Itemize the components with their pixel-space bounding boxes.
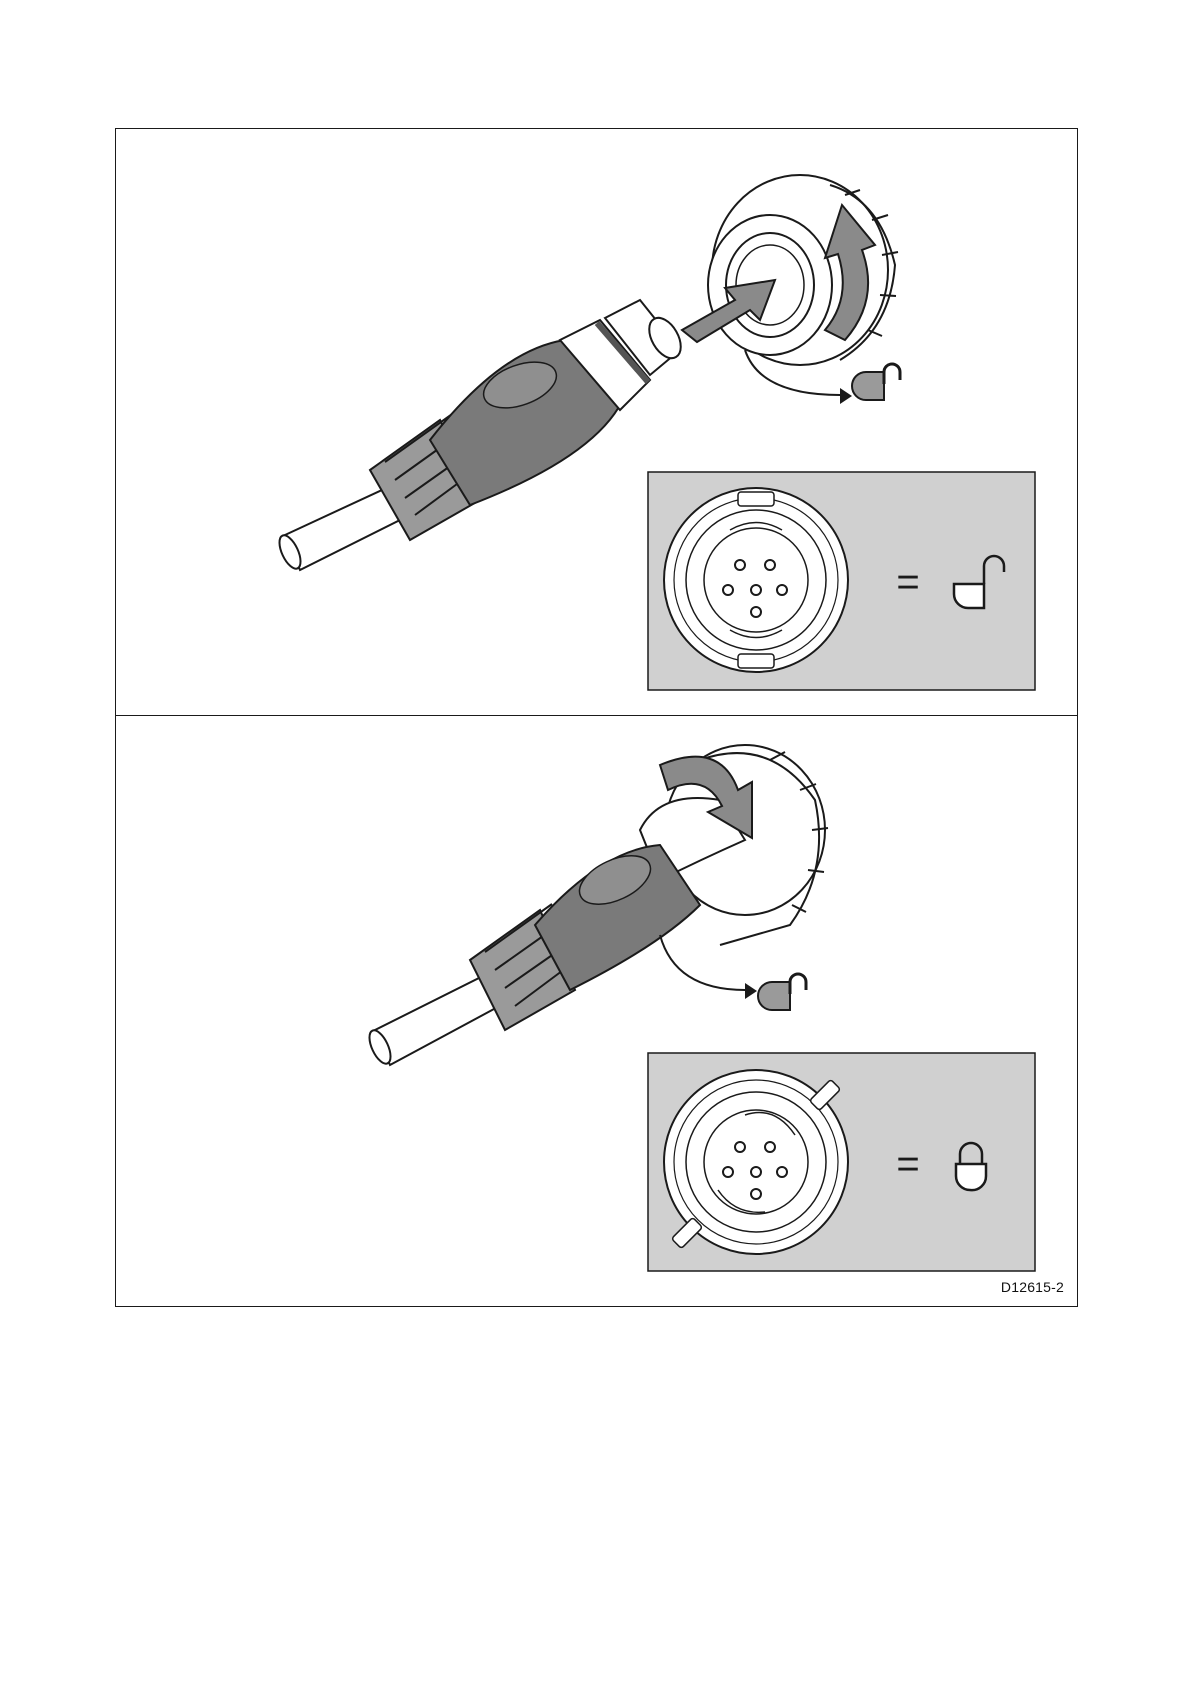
cable-plug-bottom: [365, 845, 700, 1067]
socket-top: [708, 175, 898, 365]
padlock-open-icon: [852, 364, 900, 400]
panel-locked: =: [365, 745, 1035, 1271]
equals-sign-locked: =: [896, 1142, 919, 1186]
equals-sign-unlocked: =: [896, 560, 919, 604]
figure-reference-code: D12615-2: [1001, 1279, 1064, 1295]
curve-arrow-bottom: [660, 935, 745, 990]
padlock-open-small-icon: [758, 974, 806, 1010]
inset-unlocked: =: [648, 472, 1035, 690]
cable-plug-top: [275, 300, 687, 572]
inset-locked: =: [648, 1053, 1035, 1271]
panel-unlocked: =: [275, 175, 1035, 690]
